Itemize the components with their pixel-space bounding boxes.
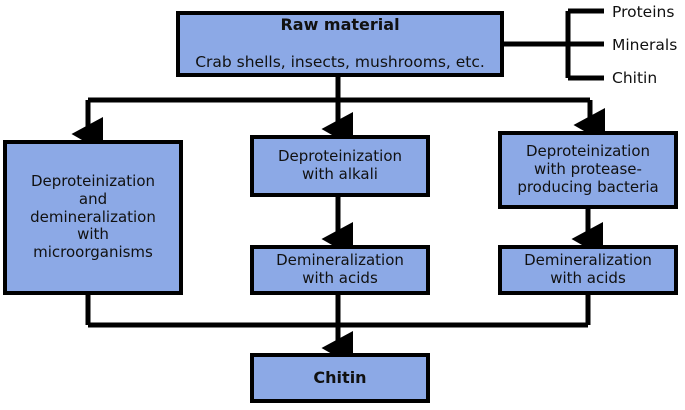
node-deproteinization-protease-bacteria-label: Deproteinization with protease- producin… [517,142,659,196]
node-deproteinization-alkali-label: Deproteinization with alkali [277,147,403,183]
node-chitin-product-label: Chitin [313,367,367,387]
node-raw-material-subtitle: Crab shells, insects, mushrooms, etc. [195,53,485,72]
node-demineralization-acids-right-label: Demineralization with acids [524,251,652,287]
node-demineralization-acids-middle[interactable]: Demineralization with acids [250,245,430,295]
node-left-branch-label: Deproteinization and demineralization wi… [30,172,156,262]
node-chitin-product[interactable]: Chitin [250,353,430,403]
node-left-branch-combined[interactable]: Deproteinization and demineralization wi… [3,140,183,295]
node-demineralization-acids-right[interactable]: Demineralization with acids [498,245,678,295]
bracket-label-minerals: Minerals [612,36,678,54]
bracket-label-chitin: Chitin [612,69,658,87]
node-raw-material[interactable]: Raw material Crab shells, insects, mushr… [176,11,504,77]
node-raw-material-title: Raw material [280,15,400,35]
bracket-label-proteins: Proteins [612,3,675,21]
node-demineralization-acids-middle-label: Demineralization with acids [276,251,404,287]
node-deproteinization-alkali[interactable]: Deproteinization with alkali [250,135,430,197]
node-deproteinization-protease-bacteria[interactable]: Deproteinization with protease- producin… [498,131,678,209]
